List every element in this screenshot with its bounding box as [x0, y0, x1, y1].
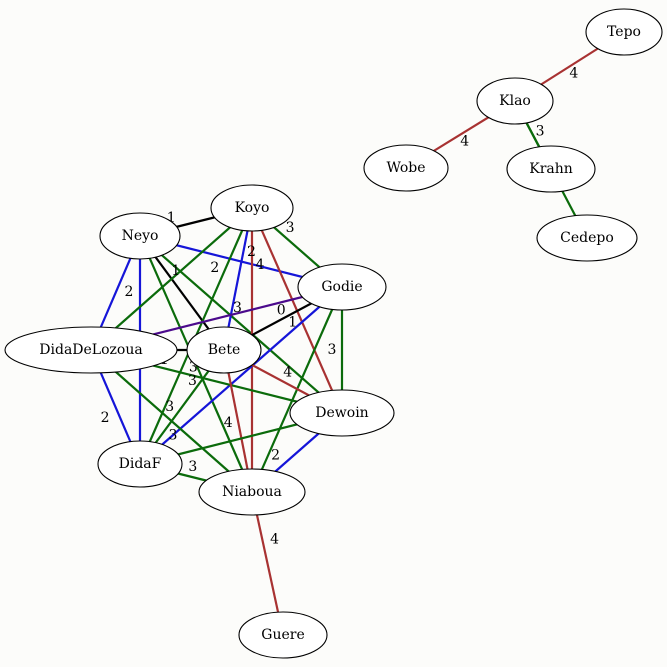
edge-koyo-didadelozoua [90, 207, 253, 351]
node-krahn[interactable]: Krahn [506, 145, 596, 193]
node-label-tepo: Tepo [607, 24, 641, 40]
edge-label-godie-dewoin: 3 [328, 342, 337, 358]
node-koyo[interactable]: Koyo [210, 184, 294, 232]
node-label-cedepo: Cedepo [560, 230, 614, 246]
node-didadelozoua[interactable]: DidaDeLozoua [4, 326, 178, 374]
edge-label-godie-didadelozoua: 0 [277, 303, 286, 319]
node-cedepo[interactable]: Cedepo [536, 214, 638, 262]
node-didaf[interactable]: DidaF [97, 440, 183, 488]
node-shape-didaf [97, 440, 183, 488]
edge-neyo-dewoin [139, 235, 343, 414]
edge-label-didadelozoua-niaboua: 3 [168, 428, 177, 444]
node-label-koyo: Koyo [235, 200, 270, 216]
edge-label-neyo-koyo: 1 [167, 210, 176, 226]
edge-label-bete-didaf: 3 [165, 399, 174, 415]
node-label-krahn: Krahn [529, 161, 573, 177]
node-shape-koyo [210, 184, 294, 232]
node-shape-neyo [99, 212, 181, 260]
node-dewoin[interactable]: Dewoin [289, 389, 395, 437]
edge-label-klao-wobe: 4 [460, 133, 469, 149]
node-label-niaboua: Niaboua [222, 484, 282, 500]
edge-label-bete-dewoin: 4 [283, 365, 292, 381]
edge-bete-niaboua [222, 349, 254, 493]
node-bete[interactable]: Bete [186, 326, 262, 374]
node-shape-godie [297, 263, 387, 311]
node-guere[interactable]: Guere [238, 611, 328, 659]
node-shape-tepo [585, 8, 663, 56]
node-shape-klao [476, 77, 554, 125]
node-label-bete: Bete [208, 342, 240, 358]
node-label-neyo: Neyo [122, 228, 159, 244]
edge-label-tepo-klao: 4 [569, 65, 578, 81]
edge-label-koyo-bete: 2 [247, 244, 256, 260]
node-shape-krahn [506, 145, 596, 193]
node-godie[interactable]: Godie [297, 263, 387, 311]
node-tepo[interactable]: Tepo [585, 8, 663, 56]
node-shape-cedepo [536, 214, 638, 262]
node-niaboua[interactable]: Niaboua [198, 468, 306, 516]
edge-label-godie-bete: 1 [288, 314, 297, 330]
edge-label-niaboua-guere: 4 [270, 532, 279, 548]
node-label-dewoin: Dewoin [315, 405, 368, 421]
edge-godie-didaf [139, 286, 343, 465]
edge-label-bete-niaboua: 4 [224, 415, 233, 431]
node-shape-wobe [363, 144, 449, 192]
edge-label-koyo-didaf: 2 [210, 260, 219, 276]
node-shape-niaboua [198, 468, 306, 516]
node-shape-dewoin [289, 389, 395, 437]
edge-niaboua-guere [250, 491, 285, 636]
edge-label-neyo-niaboua: 3 [188, 373, 197, 389]
node-shape-didadelozoua [4, 326, 178, 374]
node-neyo[interactable]: Neyo [99, 212, 181, 260]
edge-label-koyo-niaboua: 4 [256, 257, 265, 273]
edge-koyo-bete [222, 207, 254, 351]
node-wobe[interactable]: Wobe [363, 144, 449, 192]
edge-label-klao-krahn: 3 [536, 123, 545, 139]
edge-label-neyo-dewoin: 3 [233, 300, 242, 316]
edge-label-didadelozoua-dewoin: 3 [189, 359, 198, 375]
edge-labels-layer: 44341213332241031233443234 [101, 65, 579, 547]
edge-label-neyo-bete: 1 [171, 263, 180, 279]
node-label-klao: Klao [499, 93, 531, 109]
edge-label-neyo-didadelozoua: 2 [125, 284, 134, 300]
node-label-didaf: DidaF [119, 456, 162, 472]
node-label-wobe: Wobe [386, 160, 425, 176]
node-shape-bete [186, 326, 262, 374]
node-label-didadelozoua: DidaDeLozoua [39, 342, 142, 358]
edge-label-didaf-niaboua: 3 [188, 459, 197, 475]
edge-label-koyo-godie: 3 [286, 220, 295, 236]
node-label-guere: Guere [261, 627, 304, 643]
edge-label-dewoin-niaboua: 2 [271, 447, 280, 463]
edge-label-didadelozoua-didaf: 2 [101, 410, 110, 426]
node-shape-guere [238, 611, 328, 659]
node-klao[interactable]: Klao [476, 77, 554, 125]
node-label-godie: Godie [321, 279, 362, 295]
